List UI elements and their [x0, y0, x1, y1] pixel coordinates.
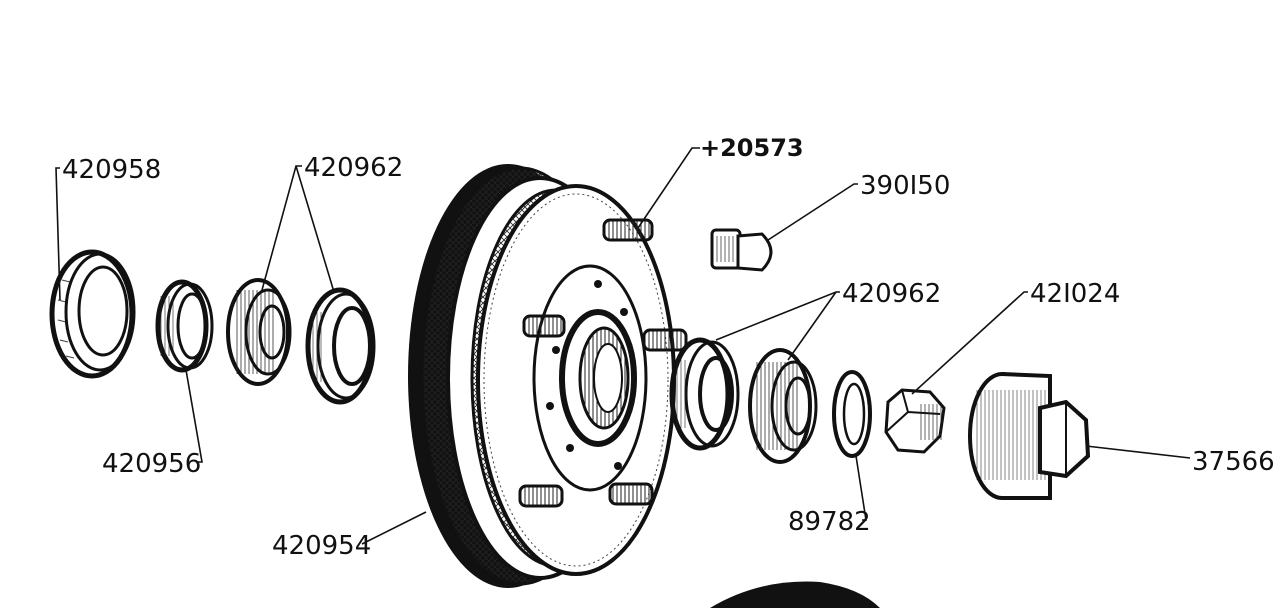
grease-seal-part: [49, 249, 136, 379]
label-420573: +20573: [700, 134, 804, 162]
bearing-race-right-part: [669, 337, 740, 451]
wheel-nut-part: [710, 228, 773, 272]
wheel-stud: [602, 218, 654, 242]
bearing-race-left-part: [305, 287, 376, 405]
part-labels: 420958 420962 +20573 390I50 420962 42I02…: [62, 134, 1275, 561]
wheel-stud: [642, 328, 688, 352]
label-420962-right: 420962: [842, 279, 941, 309]
wheel-stud: [518, 484, 564, 508]
leader-lines: [55, 147, 1191, 545]
cone-bearing-left-part: [226, 278, 292, 386]
label-420956: 420956: [102, 449, 201, 479]
seal-ring-part: [155, 279, 214, 373]
wheel-stud: [522, 314, 566, 338]
label-421024: 42I024: [1030, 279, 1120, 309]
lower-drum-fragment: [710, 581, 880, 608]
label-89782: 89782: [788, 507, 871, 537]
label-420958: 420958: [62, 155, 161, 185]
castle-nut-part: [884, 388, 946, 454]
label-37566: 37566: [1192, 447, 1275, 477]
cone-bearing-right-part: [748, 348, 818, 464]
label-420962-left: 420962: [304, 153, 403, 183]
wheel-stud: [608, 482, 654, 506]
brake-drum-hub-part: [408, 164, 688, 588]
hub-cap-part: [968, 372, 1091, 500]
label-420954: 420954: [272, 531, 371, 561]
washer-part: [832, 370, 872, 458]
label-390150: 390I50: [860, 171, 950, 201]
